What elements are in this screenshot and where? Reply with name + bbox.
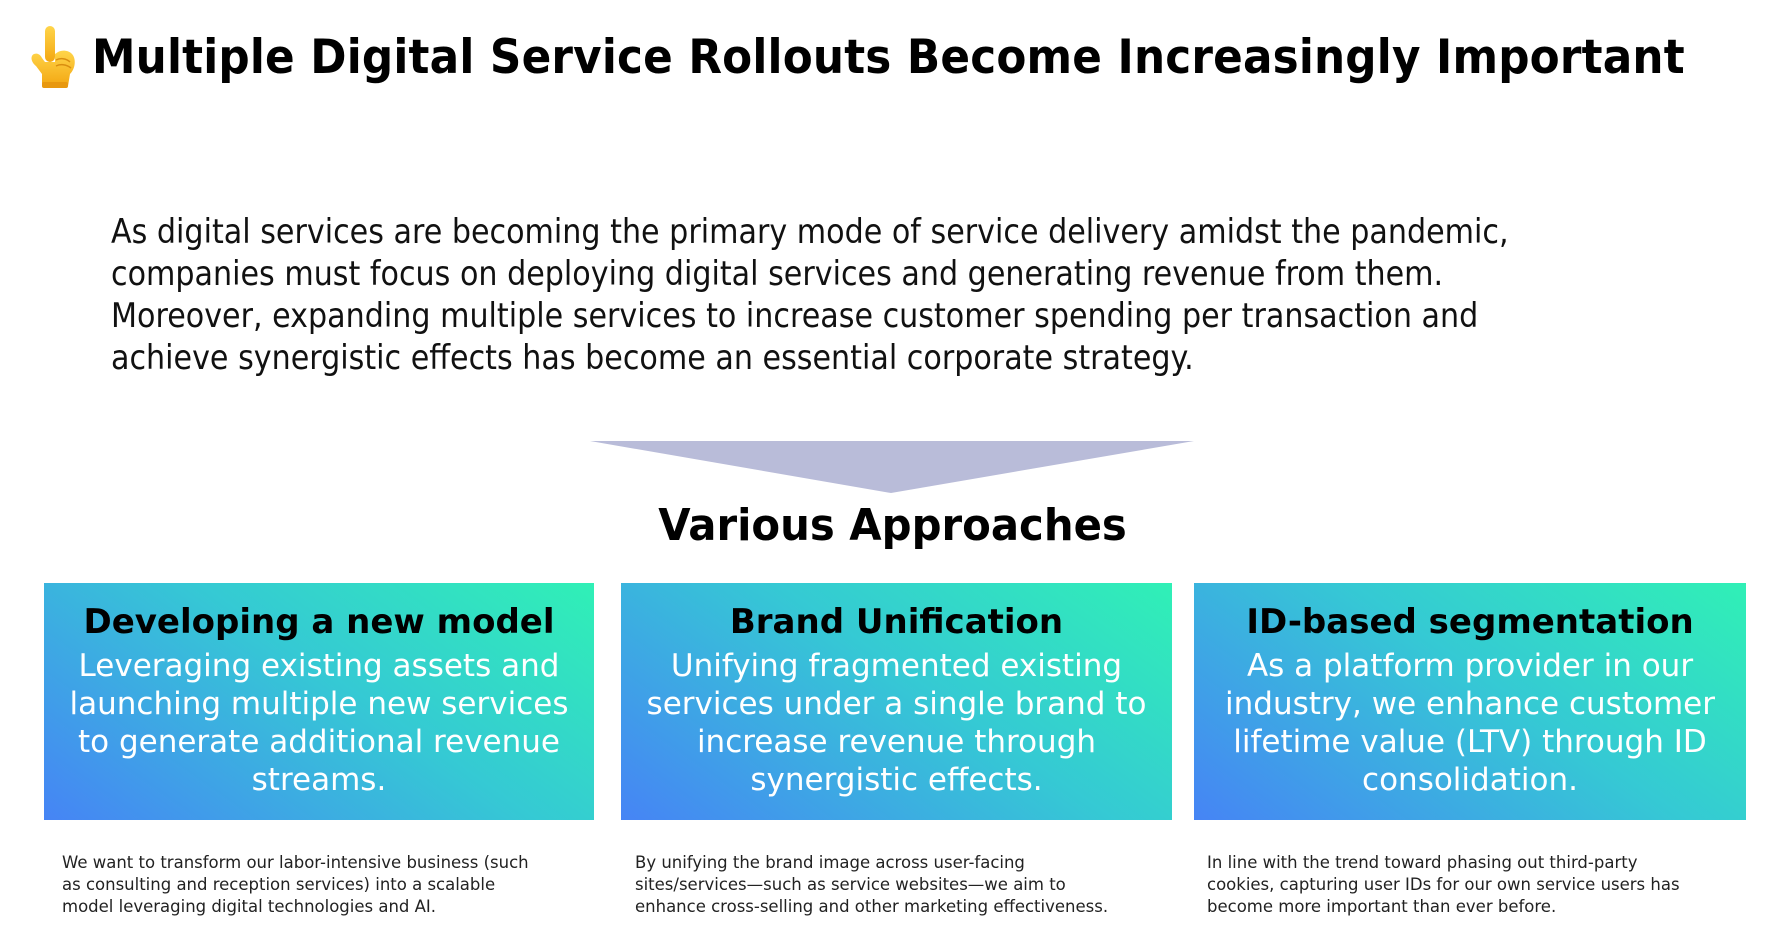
card-body-line: increase revenue through — [696, 724, 1097, 760]
card-body: As a platform provider in our industry, … — [1225, 647, 1715, 799]
card-body-line: to generate additional revenue — [77, 724, 560, 760]
intro-line: As digital services are becoming the pri… — [111, 212, 1509, 251]
page-title: Multiple Digital Service Rollouts Become… — [92, 29, 1685, 85]
card-title: Developing a new model — [83, 602, 555, 642]
card-body-line: consolidation. — [1362, 762, 1578, 798]
note-line: cookies, capturing user IDs for our own … — [1207, 875, 1680, 894]
card-body-line: launching multiple new services — [69, 686, 569, 722]
note-line: become more important than ever before. — [1207, 897, 1557, 916]
card-title: ID-based segmentation — [1246, 602, 1694, 642]
intro-line: achieve synergistic effects has become a… — [111, 338, 1194, 377]
intro-line: Moreover, expanding multiple services to… — [111, 296, 1479, 335]
card-note-new-model: We want to transform our labor-intensive… — [62, 852, 529, 918]
note-line: model leveraging digital technologies an… — [62, 897, 437, 916]
card-body: Leveraging existing assets and launching… — [70, 647, 569, 799]
note-line: sites/services—such as service websites—… — [635, 875, 1066, 894]
intro-line: companies must focus on deploying digita… — [111, 254, 1444, 293]
pointing-up-hand-icon — [31, 26, 75, 88]
approach-card-id-segmentation: ID-based segmentation As a platform prov… — [1194, 583, 1746, 820]
note-line: enhance cross-selling and other marketin… — [635, 897, 1109, 916]
card-body-line: Unifying fragmented existing — [670, 648, 1123, 684]
note-line: as consulting and reception services) in… — [62, 875, 496, 894]
approach-card-new-model: Developing a new model Leveraging existi… — [44, 583, 594, 820]
card-note-id-segmentation: In line with the trend toward phasing ou… — [1207, 852, 1680, 918]
approach-card-brand-unification: Brand Unification Unifying fragmented ex… — [621, 583, 1172, 820]
card-body-line: streams. — [251, 762, 387, 798]
note-line: By unifying the brand image across user-… — [635, 853, 1025, 872]
intro-paragraph: As digital services are becoming the pri… — [111, 211, 1551, 379]
card-note-brand-unification: By unifying the brand image across user-… — [635, 852, 1108, 918]
section-heading: Various Approaches — [658, 500, 1127, 551]
card-body-line: lifetime value (LTV) through ID — [1233, 724, 1707, 760]
note-line: In line with the trend toward phasing ou… — [1207, 853, 1638, 872]
card-body-line: Leveraging existing assets and — [78, 648, 560, 684]
title-row: Multiple Digital Service Rollouts Become… — [28, 22, 1769, 92]
card-body-line: synergistic effects. — [750, 762, 1043, 798]
card-body-line: As a platform provider in our — [1246, 648, 1694, 684]
note-line: We want to transform our labor-intensive… — [62, 853, 529, 872]
card-body-line: services under a single brand to — [646, 686, 1147, 722]
card-body-line: industry, we enhance customer — [1225, 686, 1715, 722]
card-body: Unifying fragmented existing services un… — [647, 647, 1147, 799]
down-arrow-icon — [590, 441, 1194, 493]
card-title: Brand Unification — [729, 602, 1064, 642]
